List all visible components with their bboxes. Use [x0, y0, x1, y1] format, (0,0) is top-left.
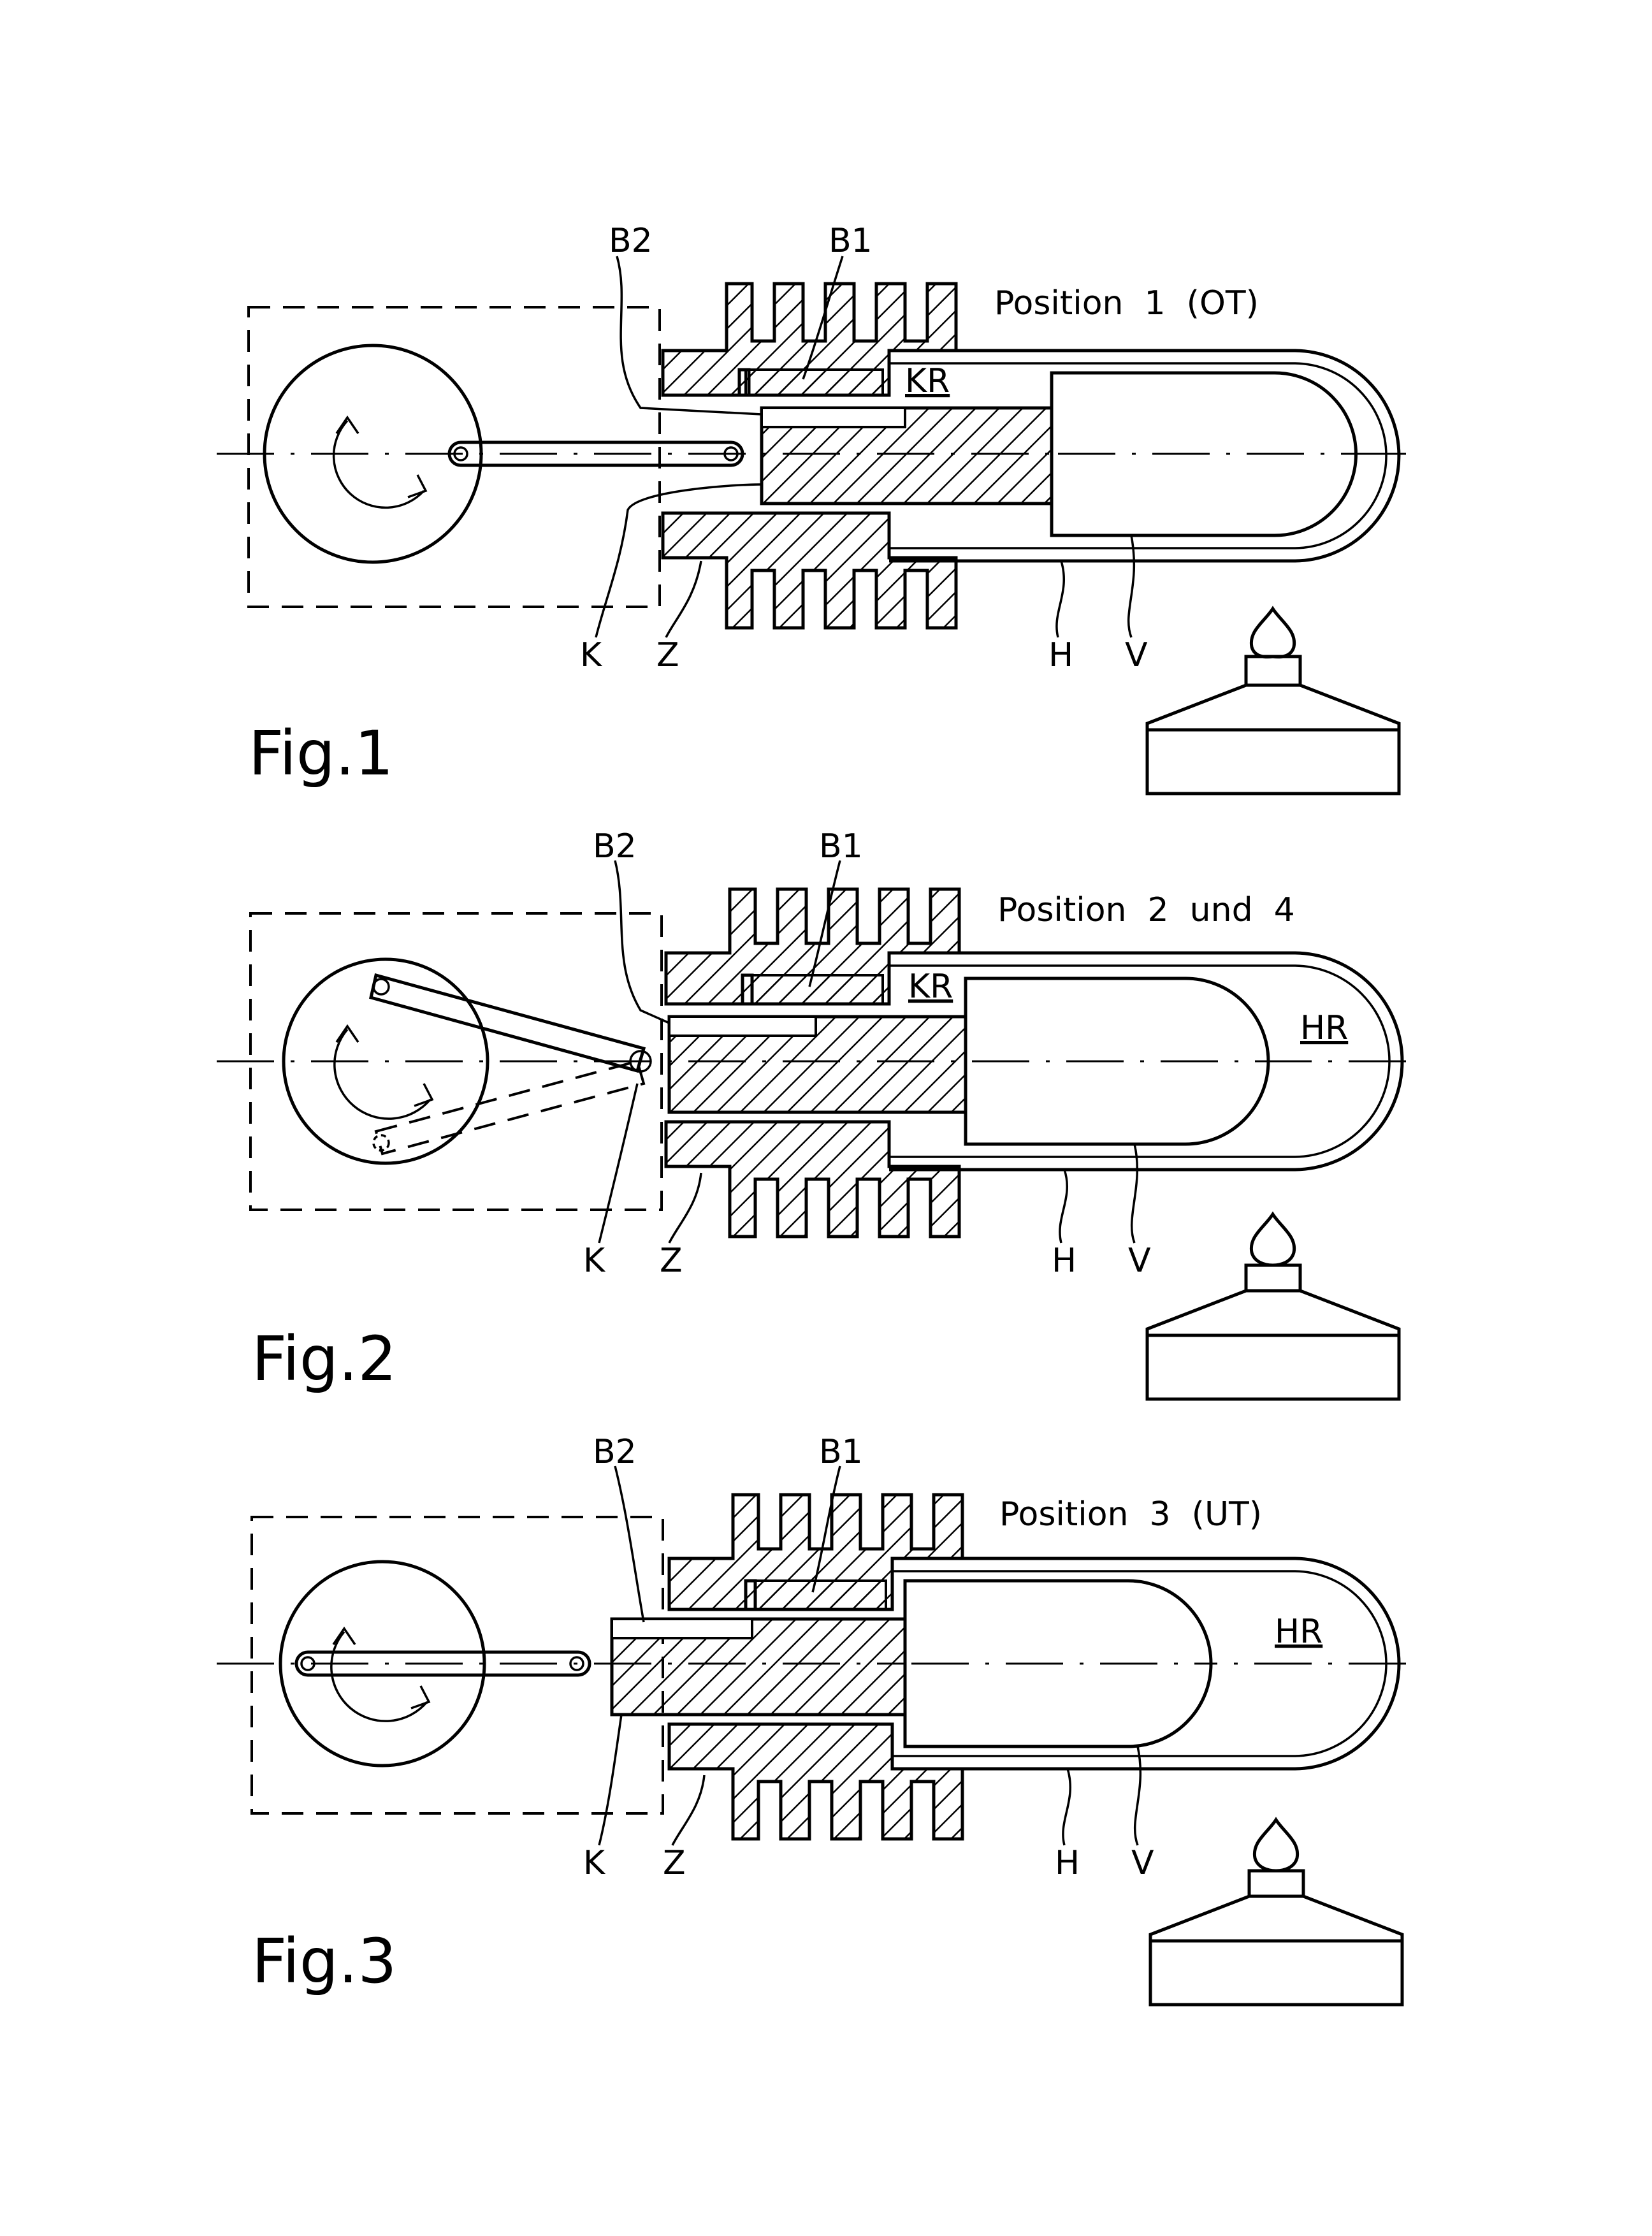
cylinder-lower-wall: [667, 1722, 964, 1841]
leader-k: [598, 1714, 623, 1846]
cylinder-upper-wall: [664, 887, 961, 1006]
label-hr: HR: [1300, 1009, 1348, 1047]
label-h: H: [1048, 636, 1073, 674]
rotation-arrow-icon: [333, 1028, 431, 1120]
label-v: V: [1128, 1242, 1151, 1280]
piston-b2-sleeve: [611, 1618, 753, 1639]
hot-head-h: [889, 349, 1401, 563]
label-b2: B2: [593, 827, 637, 866]
flywheel: [279, 1560, 486, 1768]
piston-pin: [723, 446, 739, 461]
position-label: Position 2 und 4: [997, 891, 1295, 929]
label-k: K: [583, 1844, 606, 1882]
leader-b1: [802, 256, 844, 380]
rotation-arrow-head-icon: [414, 1083, 434, 1107]
leader-b2: [616, 256, 762, 416]
cylinder-lower-wall: [664, 1120, 961, 1238]
crank-housing-outline: [249, 912, 663, 1211]
leader-v: [1133, 1746, 1142, 1846]
burner: [1145, 1211, 1401, 1401]
label-b1: B1: [819, 827, 863, 866]
label-k: K: [583, 1242, 606, 1280]
label-kr: KR: [908, 968, 953, 1006]
leader-b2: [614, 860, 670, 1024]
hot-head-h: [892, 1557, 1401, 1771]
flame-icon: [1249, 1211, 1296, 1267]
leader-b1: [811, 1465, 841, 1593]
leader-v: [1127, 535, 1136, 638]
piston-b2-sleeve: [668, 1015, 817, 1037]
leader-z: [665, 560, 702, 638]
piston-b2-sleeve: [760, 407, 906, 428]
label-kr: KR: [905, 362, 950, 400]
connecting-rod-alt-position: [374, 1059, 646, 1156]
figure-caption: Fig.1: [249, 718, 393, 789]
label-z: Z: [663, 1844, 686, 1882]
label-b1: B1: [829, 222, 873, 260]
leader-v: [1130, 1143, 1139, 1244]
rotation-arrow-start-icon: [332, 1626, 356, 1645]
hot-head-inner: [889, 362, 1388, 549]
label-z: Z: [660, 1242, 683, 1280]
rotation-arrow-head-icon: [407, 474, 428, 498]
figure-3: B2 B1 Position 3 (UT) HR K Z H V Fig.3: [217, 1433, 1409, 2007]
flywheel: [282, 957, 489, 1165]
leader-h: [1055, 560, 1065, 638]
leader-k: [595, 483, 762, 638]
connecting-rod: [447, 440, 744, 467]
label-hr: HR: [1275, 1613, 1322, 1651]
leader-z: [668, 1172, 702, 1244]
burner: [1148, 1817, 1404, 2007]
rotation-arrow-start-icon: [335, 415, 359, 434]
leader-b1: [808, 860, 841, 987]
flame-icon: [1252, 1817, 1300, 1873]
leader-h: [1062, 1768, 1071, 1846]
leader-h: [1059, 1169, 1068, 1244]
rotation-arrow-start-icon: [335, 1024, 359, 1043]
figure-1: B2 B1 Position 1 (OT) KR K Z H V Fig.1: [217, 222, 1409, 795]
leader-z: [671, 1775, 706, 1846]
label-v: V: [1125, 636, 1148, 674]
piston-pin: [569, 1656, 584, 1671]
crank-housing-outline: [247, 306, 661, 608]
hot-head-inner: [892, 1570, 1388, 1757]
bore-b1: [751, 974, 884, 1005]
position-label: Position 1 (OT): [994, 284, 1259, 323]
crank-pin: [300, 1656, 315, 1671]
flame-icon: [1249, 606, 1296, 659]
label-b1: B1: [819, 1433, 863, 1471]
figure-2: B2 B1 Position 2 und 4 KR HR K Z H V Fig…: [217, 827, 1409, 1401]
label-z: Z: [656, 636, 679, 674]
bore-b1: [754, 1579, 887, 1611]
connecting-rod: [294, 1650, 591, 1677]
leader-b2: [614, 1465, 645, 1623]
cylinder-lower-wall: [661, 511, 958, 630]
label-h: H: [1052, 1242, 1076, 1280]
hot-head-h: [889, 951, 1404, 1172]
label-k: K: [580, 636, 603, 674]
crank-pin-alt: [372, 1134, 390, 1152]
label-h: H: [1055, 1844, 1080, 1882]
rotation-arrow-head-icon: [410, 1685, 431, 1710]
label-v: V: [1131, 1844, 1154, 1882]
bore-b1: [744, 368, 884, 396]
leader-k: [598, 1083, 639, 1244]
position-label: Position 3 (UT): [999, 1495, 1262, 1534]
hot-head-inner: [889, 964, 1391, 1158]
figure-caption: Fig.3: [252, 1926, 396, 1997]
label-b2: B2: [593, 1433, 637, 1471]
cylinder-upper-wall: [661, 282, 958, 397]
rotation-arrow-icon: [330, 1630, 428, 1722]
label-b2: B2: [609, 222, 653, 260]
burner: [1145, 606, 1401, 795]
rotation-arrow-icon: [332, 419, 425, 509]
figure-caption: Fig.2: [252, 1323, 396, 1395]
crank-pin: [453, 446, 468, 461]
cylinder-upper-wall: [667, 1493, 964, 1611]
crank-pin: [372, 978, 390, 996]
connecting-rod: [369, 973, 646, 1073]
